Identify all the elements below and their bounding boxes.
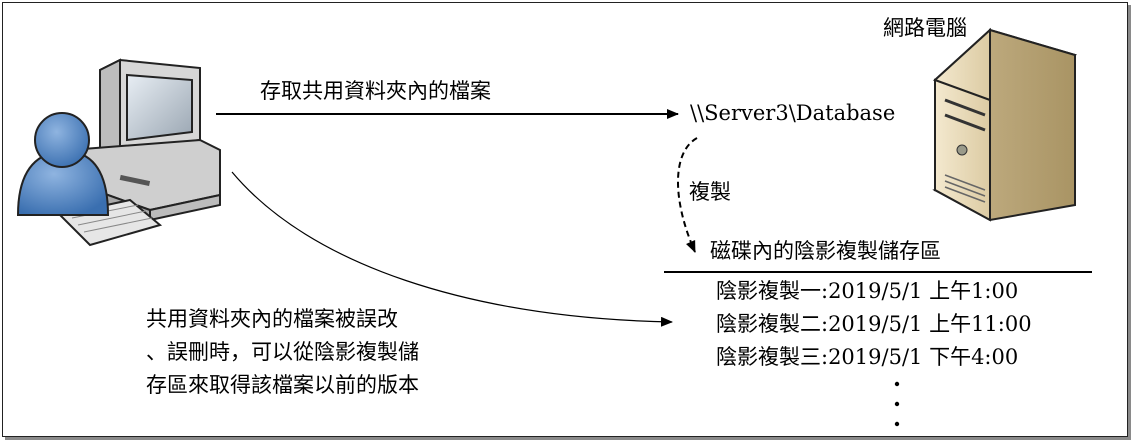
note-line-1: 共用資料夾內的檔案被誤改	[146, 307, 398, 331]
server-icon	[932, 27, 1077, 222]
restore-curved-arrow	[231, 171, 673, 327]
user-avatar-icon	[16, 112, 110, 216]
note-line-3: 存區來取得該檔案以前的版本	[146, 373, 419, 397]
desktop-computer-icon	[57, 58, 221, 247]
copy-dashed-arrow	[677, 137, 698, 253]
server-path: \\Server3\Database	[690, 101, 896, 125]
copy-label: 複製	[689, 180, 731, 204]
shadow-copy-1: 陰影複製一:2019/5/1 上午1:00	[716, 279, 1019, 303]
shadow-copy-2: 陰影複製二:2019/5/1 上午11:00	[716, 312, 1032, 336]
shadow-copy-3: 陰影複製三:2019/5/1 下午4:00	[716, 345, 1019, 369]
server-label: 網路電腦	[883, 16, 967, 40]
explanation-note: 共用資料夾內的檔案被誤改 、誤刪時，可以從陰影複製儲 存區來取得該檔案以前的版本	[146, 303, 506, 402]
ellipsis-dots	[894, 381, 900, 427]
access-label: 存取共用資料夾內的檔案	[260, 79, 491, 103]
shadow-storage-title: 磁碟內的陰影複製儲存區	[710, 239, 941, 263]
note-line-2: 、誤刪時，可以從陰影複製儲	[146, 340, 419, 364]
